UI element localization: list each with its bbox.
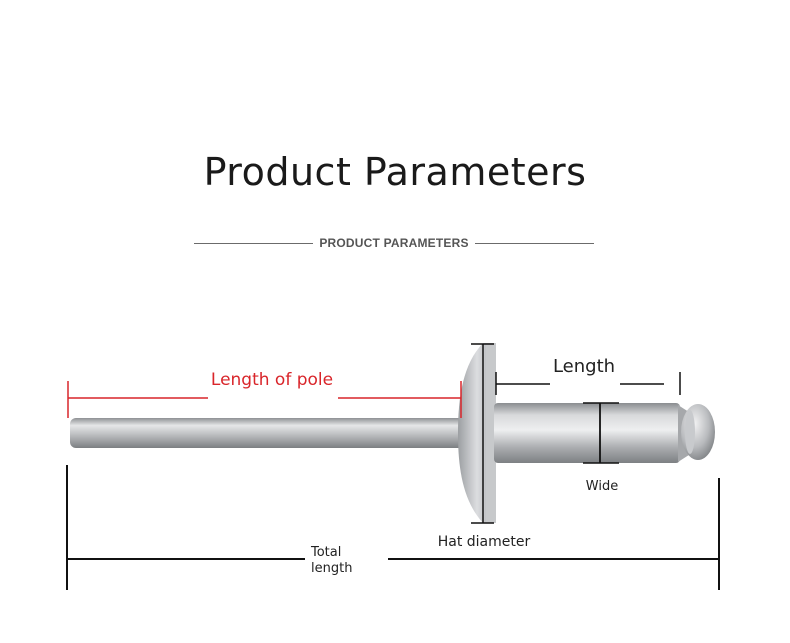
length-of-pole-label: Length of pole <box>211 370 333 390</box>
hat-diameter-dimension: Hat diameter <box>438 343 531 550</box>
total-length-label-line1: Total <box>310 545 341 560</box>
rivet-body <box>494 403 680 463</box>
rivet-illustration <box>70 343 715 523</box>
subtitle-rule-left <box>194 242 314 244</box>
wide-dimension: Wide <box>583 402 619 494</box>
subtitle-rule-right <box>474 242 595 244</box>
total-length-label-line2: length <box>311 561 352 576</box>
rivet-mandrel-cap-ring <box>685 410 695 454</box>
subtitle-row: PRODUCT PARAMETERS <box>194 234 595 252</box>
wide-label: Wide <box>586 479 618 494</box>
total-length-dimension: Total length <box>66 465 720 590</box>
page-title: Product Parameters <box>203 150 587 194</box>
length-dimension: Length <box>495 356 681 395</box>
rivet-hat-edge <box>486 343 496 523</box>
length-of-pole-dimension: Length of pole <box>67 370 462 418</box>
rivet-pole <box>70 418 470 448</box>
hat-diameter-label: Hat diameter <box>438 534 531 550</box>
page-subtitle: PRODUCT PARAMETERS <box>319 236 469 250</box>
length-label: Length <box>553 356 615 377</box>
